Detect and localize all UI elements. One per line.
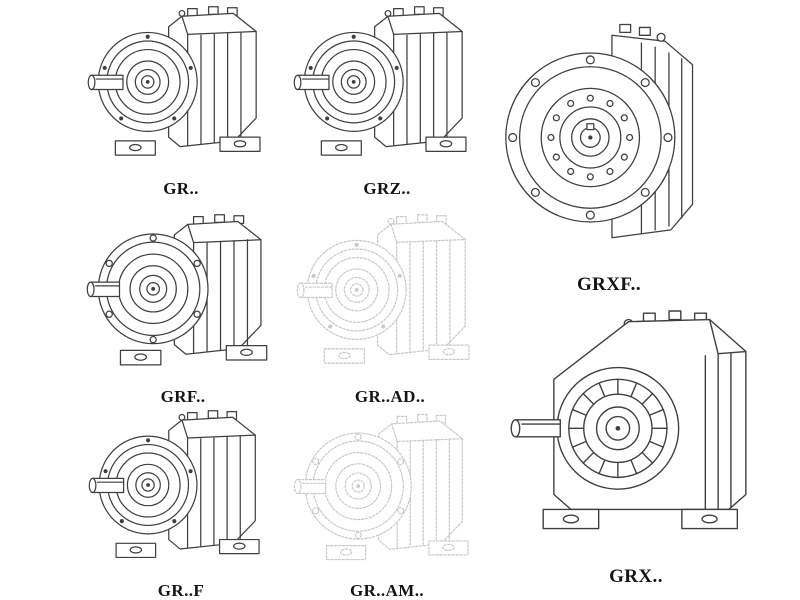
model-label-gr: GR.. <box>163 179 199 198</box>
model-label-grxf: GRXF.. <box>577 274 641 295</box>
gearbox-front-flange-drawing-grxf <box>496 0 722 274</box>
drawing-cell-gr: GR.. <box>78 2 284 202</box>
gearbox-side-drawing-grz <box>286 2 488 178</box>
drawing-cell-grx: GRX.. <box>492 296 780 590</box>
gearbox-flange-drawing-grf <box>78 208 288 386</box>
model-label-grz: GRZ.. <box>363 179 411 198</box>
gearbox-side-drawing-gr <box>78 2 284 178</box>
drawing-cell-grf: GRF.. <box>78 208 288 410</box>
model-label-gr-am: GR..AM.. <box>349 581 425 600</box>
gearbox-flange-ghost-drawing-gr-am <box>286 408 488 580</box>
model-label-grf: GRF.. <box>160 387 206 406</box>
drawing-cell-grxf: GRXF.. <box>496 0 722 298</box>
model-label-gr-ad: GR..AD.. <box>354 387 426 406</box>
model-label-grx: GRX.. <box>609 566 663 587</box>
model-label-gr-f: GR..F <box>157 581 205 600</box>
drawing-cell-grz: GRZ.. <box>286 2 488 202</box>
drawing-cell-gr-am: GR..AM.. <box>286 408 488 600</box>
gearbox-side-drawing-gr-f <box>78 406 284 580</box>
drawing-cell-gr-ad: GR..AD.. <box>288 210 492 410</box>
drawing-cell-gr-f: GR..F <box>78 406 284 600</box>
gearbox-large-drawing-grx <box>492 296 780 566</box>
gearbox-adapter-ghost-drawing-gr-ad <box>288 210 492 386</box>
